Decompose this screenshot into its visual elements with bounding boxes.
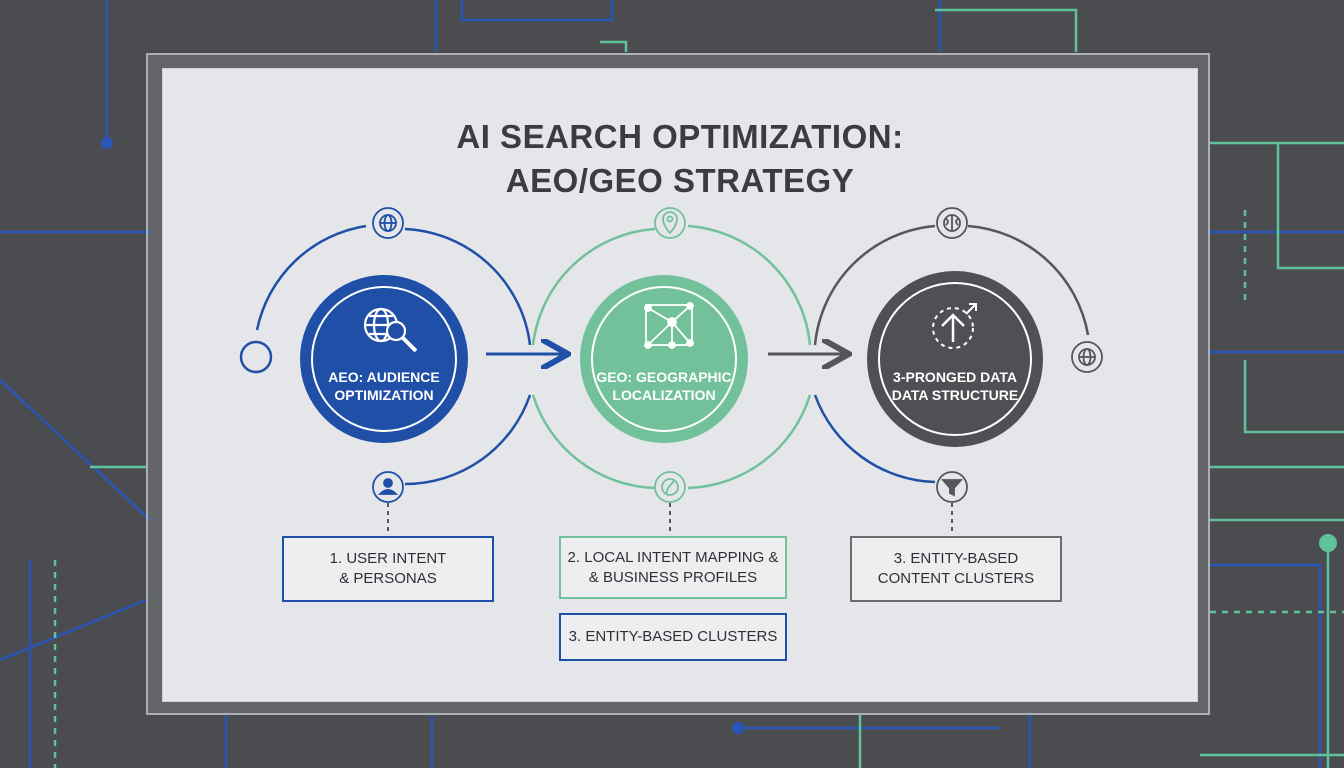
geo-orbit-arc [687, 224, 812, 346]
aeo-node-label: AEO: AUDIENCE OPTIMIZATION [299, 368, 469, 404]
step-1-line1: 1. USER INTENT [329, 550, 447, 567]
side-globe-icon [1071, 341, 1103, 373]
aeo-label-line1: AEO: AUDIENCE [328, 369, 440, 385]
data-orbit-arc [967, 224, 1090, 336]
aeo-orbit-arc [255, 224, 367, 331]
step-box-user-intent: 1. USER INTENT & PERSONAS [282, 536, 494, 602]
brain-icon [936, 207, 968, 239]
geo-node [580, 275, 748, 443]
geo-label-line1: GEO: GEOGRAPHIC [596, 369, 732, 385]
globe-search-icon [363, 307, 418, 353]
location-pin-icon [654, 207, 686, 239]
data-node-label: 3-PRONGED DATA DATA STRUCTURE [870, 368, 1040, 404]
globe-icon [372, 207, 404, 239]
funnel-icon [936, 471, 968, 503]
geo-orbit-arc [531, 394, 656, 490]
data-orbit-arc [813, 224, 936, 346]
page-subtitle: AEO/GEO STRATEGY [505, 162, 855, 199]
aeo-node [300, 275, 468, 443]
data-orbit-arc [813, 394, 936, 484]
aeo-orbit-arc [404, 227, 532, 346]
step-2-line1: 2. LOCAL INTENT MAPPING & [567, 548, 779, 566]
growth-arrow-icon [932, 303, 977, 349]
network-map-icon [644, 302, 694, 349]
user-icon [372, 471, 404, 503]
aeo-label-line2: OPTIMIZATION [334, 387, 434, 403]
step-1-line2: & PERSONAS [339, 570, 437, 587]
geo-orbit-arc [687, 394, 812, 490]
geo-orbit-arc [531, 227, 656, 346]
data-label-line1: 3-PRONGED DATA [893, 369, 1017, 385]
start-node [239, 340, 273, 374]
step-3-line1: 3. ENTITY-BASED CLUSTERS [568, 628, 778, 645]
geo-node-label: GEO: GEOGRAPHIC LOCALIZATION [579, 368, 749, 404]
step-box-entity-clusters: 3. ENTITY-BASED CLUSTERS [559, 613, 787, 661]
step-4-line2: CONTENT CLUSTERS [877, 570, 1035, 587]
geo-label-line2: LOCALIZATION [612, 387, 716, 403]
aeo-orbit-arc [404, 394, 532, 486]
data-node [867, 271, 1043, 447]
step-4-line1: 3. ENTITY-BASED [893, 550, 1019, 567]
step-box-content-clusters: 3. ENTITY-BASED CONTENT CLUSTERS [850, 536, 1062, 602]
page-title: AI SEARCH OPTIMIZATION: [456, 118, 904, 155]
compass-icon [654, 471, 686, 503]
step-2-line2: & BUSINESS PROFILES [588, 568, 758, 586]
data-label-line2: DATA STRUCTURE [891, 387, 1019, 403]
step-box-local-intent: 2. LOCAL INTENT MAPPING & & BUSINESS PRO… [559, 536, 787, 599]
